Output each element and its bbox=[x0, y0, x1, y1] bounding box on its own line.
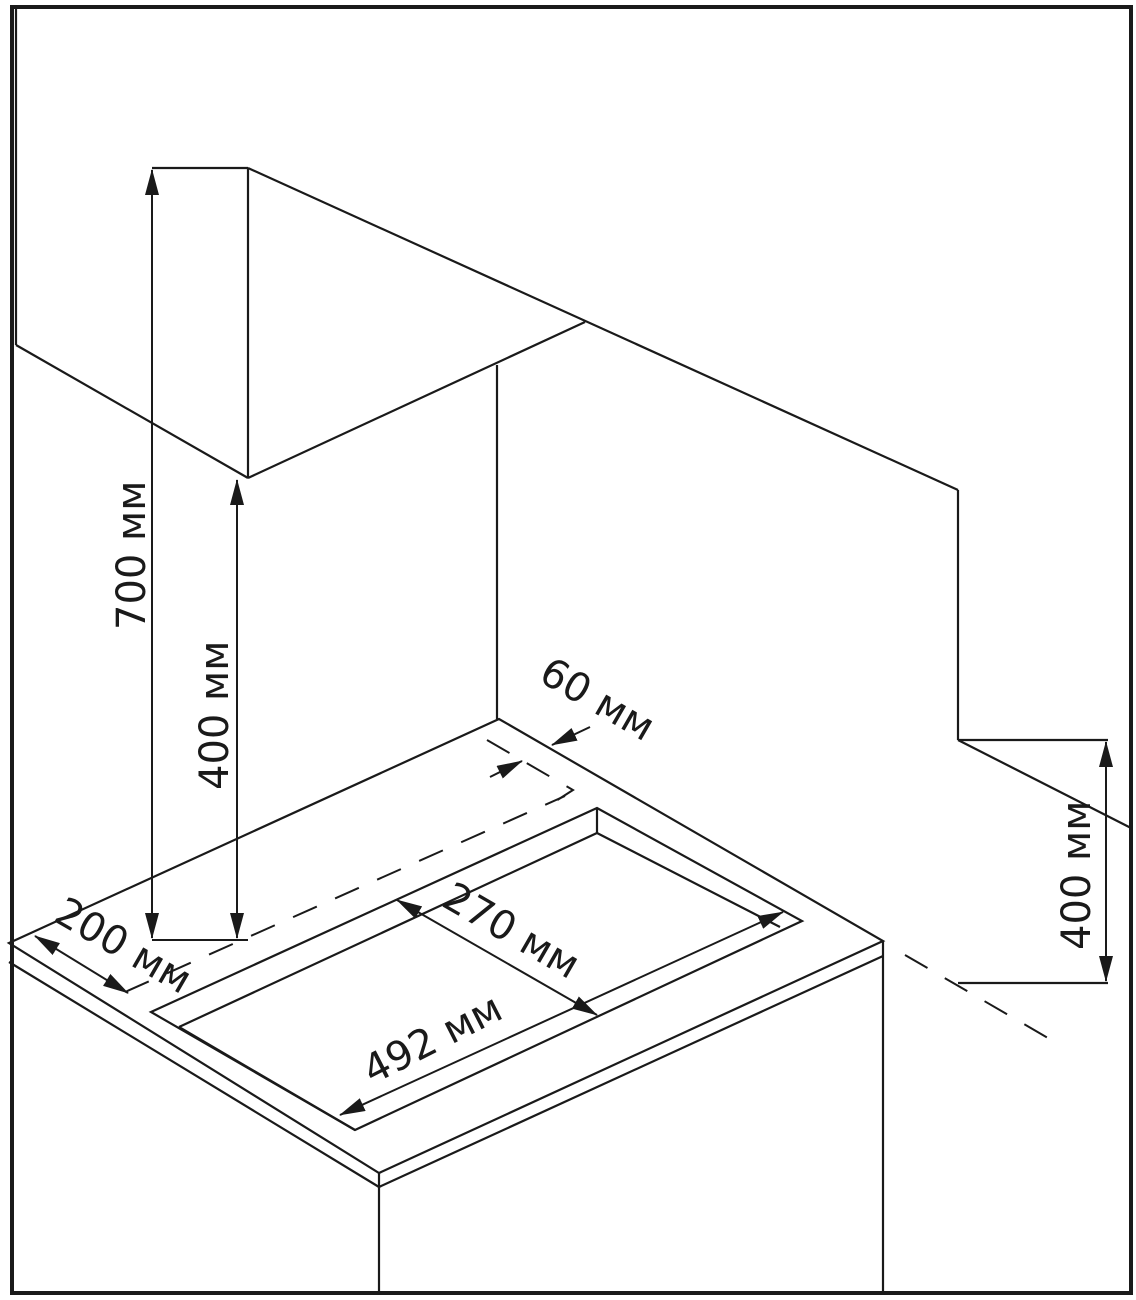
label-492mm: 492 мм bbox=[356, 985, 510, 1094]
label-200mm: 200 мм bbox=[47, 889, 199, 1004]
wall-outline bbox=[247, 166, 1132, 1039]
label-700mm: 700 мм bbox=[109, 481, 155, 630]
label-60mm: 60 мм bbox=[532, 649, 662, 751]
dim-60-arrow-outer bbox=[551, 726, 591, 746]
label-400mm-left: 400 мм bbox=[192, 641, 238, 790]
guide-dashes bbox=[124, 739, 575, 993]
dimension-lines bbox=[34, 169, 1113, 1116]
dim-200-line bbox=[34, 935, 129, 994]
dim-60-arrow-inner bbox=[489, 760, 523, 779]
wall-cabinet bbox=[14, 9, 586, 479]
dim-492-line bbox=[339, 911, 784, 1116]
frame-border bbox=[10, 5, 1133, 1295]
countertop bbox=[6, 717, 886, 1293]
label-270mm: 270 мм bbox=[435, 874, 587, 989]
hob-cutout bbox=[148, 806, 805, 1132]
label-400mm-right: 400 мм bbox=[1054, 801, 1100, 950]
